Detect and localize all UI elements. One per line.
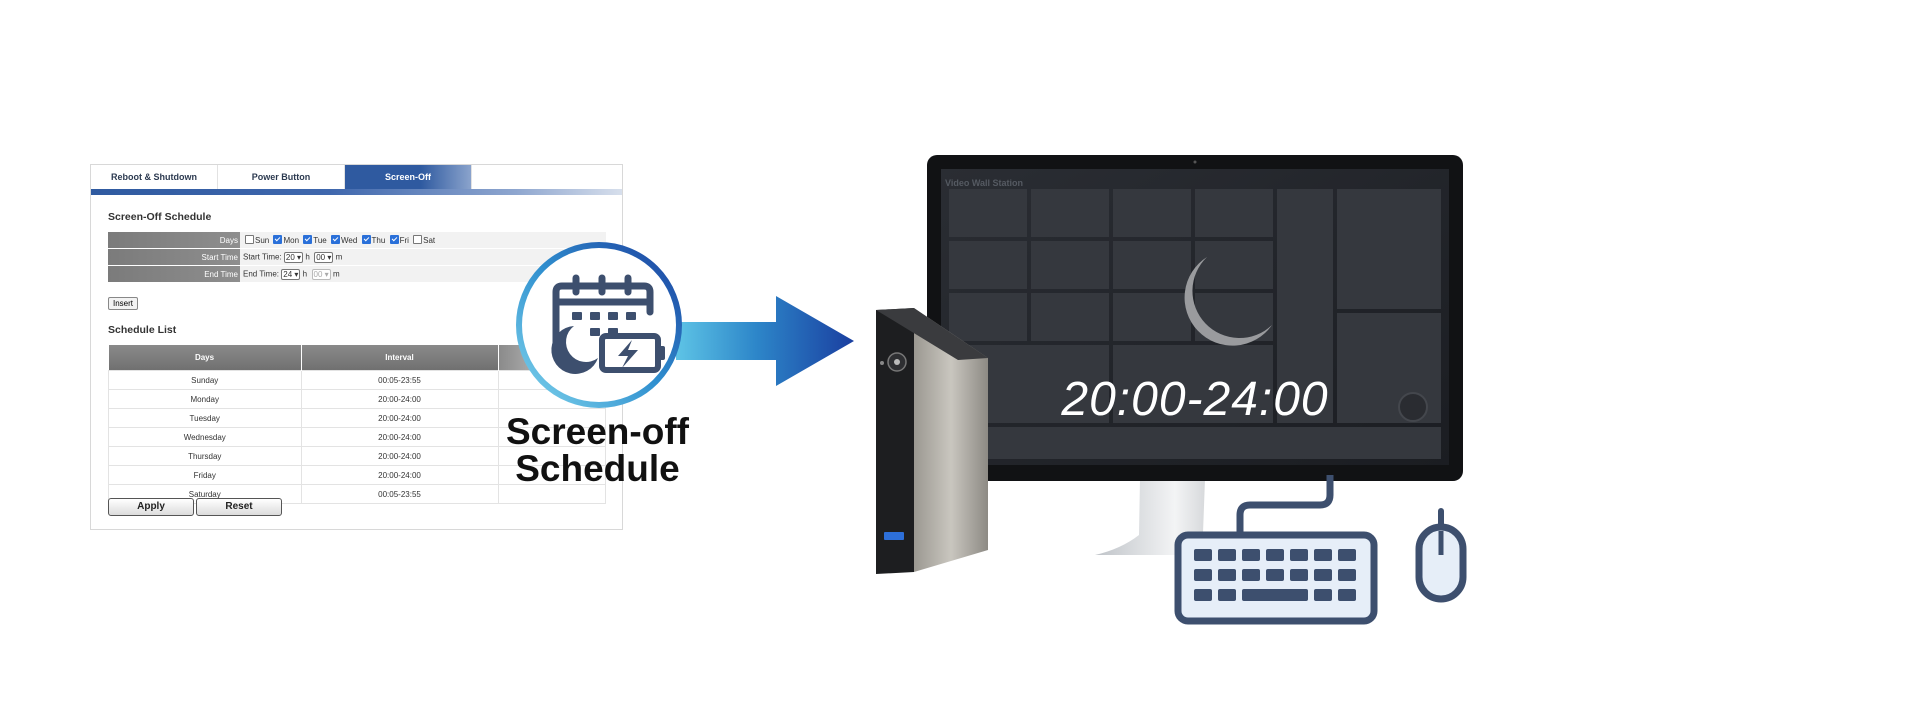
row-interval: 20:00-24:00: [300, 465, 499, 485]
keyboard-cable: [1236, 475, 1334, 539]
start-time-row: Start Time: 20 ▾ h 00 ▾ m: [240, 248, 606, 266]
row-select[interactable]: [497, 484, 606, 504]
row-day: Thursday: [108, 446, 302, 466]
tab-reboot-shutdown[interactable]: Reboot & Shutdown: [91, 165, 218, 189]
tab-power-button[interactable]: Power Button: [218, 165, 345, 189]
badge-label-line1: Screen-off: [506, 411, 689, 452]
day-label-sat: Sat: [423, 236, 436, 245]
tab-underline: [91, 189, 622, 195]
schedule-list-title: Schedule List: [108, 324, 177, 336]
row-interval: 20:00-24:00: [300, 446, 499, 466]
row-day: Wednesday: [108, 427, 302, 447]
reset-button[interactable]: Reset: [196, 498, 282, 516]
start-hour-unit: h: [305, 252, 310, 262]
arrow-right-icon: [676, 296, 854, 386]
start-time-inline-label: Start Time:: [243, 252, 282, 262]
day-label-tue: Tue: [313, 236, 327, 245]
usb-port-icon: [884, 532, 904, 540]
start-time-label: Start Time: [108, 248, 240, 266]
end-minute-select: 00 ▾: [311, 268, 331, 280]
badge-label: Screen-off Schedule: [500, 413, 695, 487]
end-minute-unit: m: [332, 269, 340, 279]
row-day: Monday: [108, 389, 302, 409]
schedule-form: Days Sun Mon Tue Wed Thu Fri Sat Start T…: [108, 232, 606, 283]
column-header-interval: Interval: [301, 345, 499, 371]
day-checkbox-sat[interactable]: [413, 235, 423, 244]
apply-button[interactable]: Apply: [108, 498, 194, 516]
badge-label-line2: Schedule: [515, 448, 680, 489]
screen-off-schedule-badge: [516, 242, 682, 408]
start-hour-select[interactable]: 20 ▾: [283, 251, 304, 263]
start-minute-value: 00: [316, 252, 326, 262]
day-label-thu: Thu: [371, 236, 386, 245]
day-checkbox-sun[interactable]: [245, 235, 254, 244]
column-header-days: Days: [108, 345, 302, 371]
calendar-moon-battery-icon: [552, 274, 654, 356]
day-label-fri: Fri: [399, 236, 409, 245]
days-checkboxes: Sun Mon Tue Wed Thu Fri Sat: [240, 232, 606, 249]
days-label: Days: [108, 232, 240, 249]
battery-charging-icon: [599, 333, 665, 373]
start-hour-value: 20: [285, 252, 295, 262]
start-minute-select[interactable]: 00 ▾: [314, 251, 334, 263]
calendar-grid: [572, 312, 636, 336]
row-day: Sunday: [108, 370, 302, 390]
tab-bar: Reboot & Shutdown Power Button Screen-Of…: [91, 165, 622, 189]
screen-off-schedule-title: Screen-Off Schedule: [108, 211, 212, 223]
keyboard-mouse: [1174, 475, 1467, 625]
row-interval: 20:00-24:00: [300, 389, 499, 409]
row-interval: 20:00-24:00: [300, 427, 499, 447]
end-hour-value: 24: [283, 269, 293, 279]
row-day: Friday: [108, 465, 302, 485]
day-label-sun: Sun: [255, 236, 270, 245]
day-checkbox-wed[interactable]: [331, 235, 340, 244]
day-checkbox-tue[interactable]: [303, 235, 313, 244]
end-hour-unit: h: [302, 269, 308, 279]
row-day: Tuesday: [108, 408, 302, 428]
day-checkbox-thu[interactable]: [361, 235, 371, 244]
mouse-icon: [1415, 523, 1467, 603]
end-hour-select[interactable]: 24 ▾: [281, 268, 301, 280]
moon-icon: [551, 326, 598, 374]
start-minute-unit: m: [335, 252, 343, 262]
day-checkbox-fri[interactable]: [389, 235, 399, 244]
settings-panel: Reboot & Shutdown Power Button Screen-Of…: [90, 164, 623, 530]
end-time-label: End Time: [108, 265, 240, 283]
day-label-wed: Wed: [341, 236, 358, 245]
insert-button[interactable]: Insert: [108, 297, 139, 310]
end-time-row: End Time: 24 ▾ h 00 ▾ m: [240, 265, 606, 283]
end-time-inline-label: End Time:: [243, 269, 280, 279]
end-minute-value: 00: [313, 269, 323, 279]
tab-screen-off[interactable]: Screen-Off: [345, 165, 472, 189]
screen-app-title: Video Wall Station: [945, 178, 1024, 188]
keyboard-keys: [1194, 549, 1356, 601]
screen-time-range: 20:00-24:00: [1061, 373, 1329, 426]
mini-pc: [876, 308, 988, 574]
row-interval: 20:00-24:00: [300, 408, 499, 428]
row-interval: 00:05-23:55: [300, 484, 499, 504]
monitor-stand: [1095, 479, 1255, 555]
day-checkbox-mon[interactable]: [273, 235, 283, 244]
row-interval: 00:05-23:55: [300, 370, 499, 390]
day-label-mon: Mon: [283, 236, 300, 245]
